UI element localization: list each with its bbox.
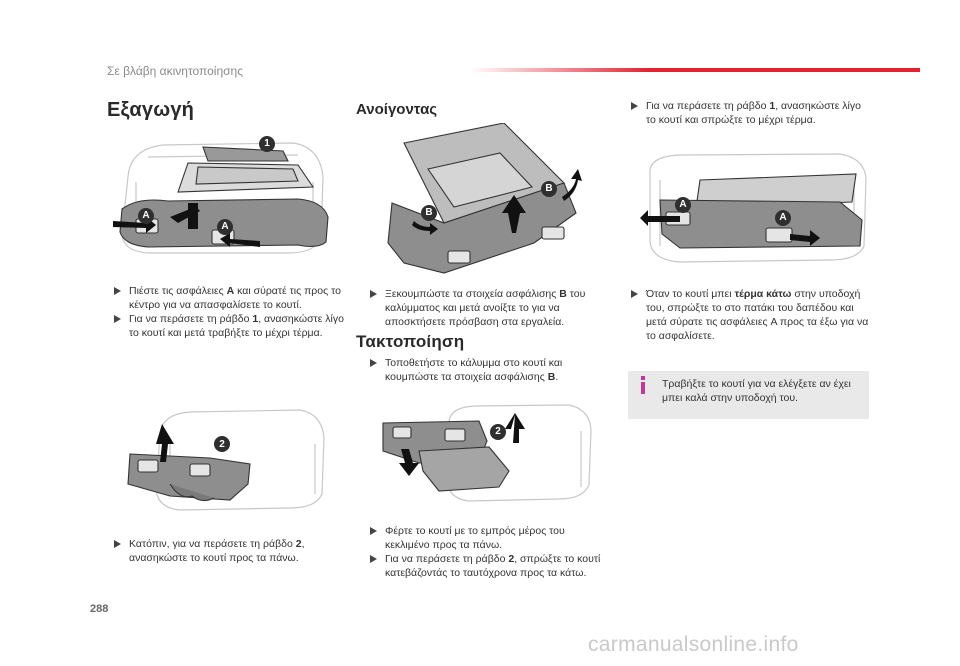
info-icon xyxy=(636,376,650,394)
figure-extraction-release xyxy=(108,137,333,260)
marker-2-storage: 2 xyxy=(490,424,506,440)
step-pass-bar-2: Κατόπιν, για να περάσετε τη ράβδο 2, ανα… xyxy=(112,537,344,565)
step-push-bar-1: Για να περάσετε τη ράβδο 1, ανασηκώστε λ… xyxy=(629,99,869,127)
figure-extraction-lift xyxy=(110,404,335,529)
step-lock-box: Όταν το κουτί μπει τέρμα κάτω στην υποδο… xyxy=(629,287,869,343)
heading-storage: Τακτοποίηση xyxy=(356,332,465,351)
marker-1: 1 xyxy=(259,136,275,152)
marker-b-right: B xyxy=(541,181,557,197)
column3-mid-steps: Όταν το κουτί μπει τέρμα κάτω στην υποδο… xyxy=(629,287,869,343)
header-accent-line xyxy=(470,68,920,72)
storage-steps: Τοποθετήστε το κάλυμμα στο κουτί και κου… xyxy=(368,356,600,384)
heading-opening: Ανοίγοντας xyxy=(356,101,438,118)
figure-lock-box xyxy=(640,150,870,265)
opening-steps: Ξεκουμπώστε τα στοιχεία ασφάλισης B του … xyxy=(368,287,600,329)
page-number: 288 xyxy=(90,603,109,615)
extraction-steps: Πιέστε τις ασφάλειες A και σύρατέ τις πρ… xyxy=(112,284,344,340)
storage-final-steps: Φέρτε το κουτί με το εμπρός μέρος του κε… xyxy=(368,524,603,580)
info-panel xyxy=(628,371,869,419)
step-tilt-box: Φέρτε το κουτί με το εμπρός μέρος του κε… xyxy=(368,524,603,552)
figure-opening-cover xyxy=(384,123,589,283)
figure-storage-insert xyxy=(379,401,599,511)
heading-extraction: Εξαγωγή xyxy=(107,99,195,121)
step-place-cover: Τοποθετήστε το κάλυμμα στο κουτί και κου… xyxy=(368,356,600,384)
marker-b-left: B xyxy=(421,205,437,221)
step-pass-bar-1: Για να περάσετε τη ράβδο 1, ανασηκώστε λ… xyxy=(112,312,344,340)
step-push-down: Για να περάσετε τη ράβδο 2, σπρώξτε το κ… xyxy=(368,552,603,580)
step-unlock-cover: Ξεκουμπώστε τα στοιχεία ασφάλισης B του … xyxy=(368,287,600,329)
info-text: Τραβήξτε το κουτί για να ελέγξετε αν έχε… xyxy=(662,378,851,404)
marker-a-lock-right: A xyxy=(775,210,791,226)
extraction-final-step: Κατόπιν, για να περάσετε τη ράβδο 2, ανα… xyxy=(112,537,344,565)
marker-a-left: A xyxy=(138,208,154,224)
step-press-locks: Πιέστε τις ασφάλειες A και σύρατέ τις πρ… xyxy=(112,284,344,312)
marker-a-right: A xyxy=(217,219,233,235)
column3-top-steps: Για να περάσετε τη ράβδο 1, ανασηκώστε λ… xyxy=(629,99,869,127)
marker-2: 2 xyxy=(219,439,225,450)
section-title: Σε βλάβη ακινητοποίησης xyxy=(107,64,244,78)
marker-a-lock-left: A xyxy=(675,197,691,213)
watermark: carmanualsonline.info xyxy=(588,633,799,656)
